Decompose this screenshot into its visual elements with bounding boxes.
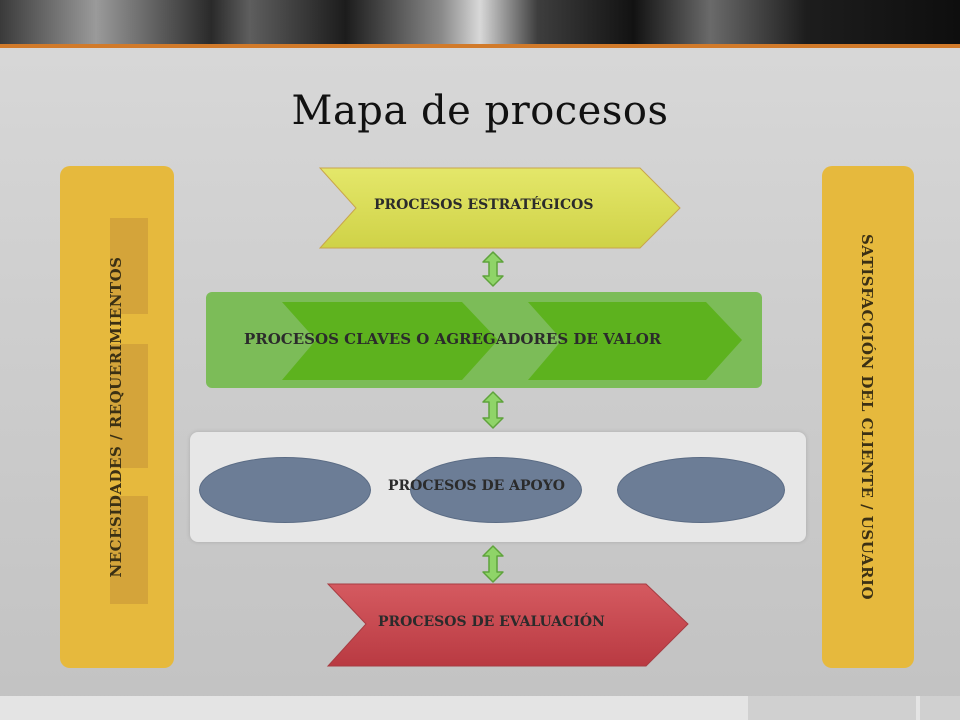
footer-bar bbox=[0, 696, 960, 720]
support-ellipse bbox=[199, 457, 371, 523]
key-chevron-1 bbox=[282, 302, 498, 380]
slide-title: Mapa de procesos bbox=[291, 88, 669, 134]
support-processes-label: PROCESOS DE APOYO bbox=[388, 478, 565, 494]
key-chevron-2 bbox=[528, 302, 742, 380]
evaluation-chevron bbox=[326, 583, 689, 667]
needs-bar-strip bbox=[110, 218, 148, 314]
footer-segment bbox=[920, 696, 960, 720]
evaluation-processes-label: PROCESOS DE EVALUACIÓN bbox=[378, 614, 605, 630]
double-arrow-icon bbox=[482, 545, 504, 583]
accent-divider bbox=[0, 44, 960, 48]
strategic-chevron bbox=[318, 167, 681, 249]
key-processes-label: PROCESOS CLAVES O AGREGADORES DE VALOR bbox=[244, 330, 662, 348]
needs-bar-strip bbox=[110, 496, 148, 604]
footer-segment bbox=[748, 696, 916, 720]
double-arrow-icon bbox=[482, 391, 504, 429]
strategic-processes-label: PROCESOS ESTRATÉGICOS bbox=[374, 197, 594, 213]
support-ellipse bbox=[617, 457, 785, 523]
satisfaction-side-bar bbox=[822, 166, 914, 668]
support-ellipse bbox=[410, 457, 582, 523]
double-arrow-icon bbox=[482, 251, 504, 287]
needs-bar-strip bbox=[110, 344, 148, 468]
header-photo-banner bbox=[0, 0, 960, 44]
